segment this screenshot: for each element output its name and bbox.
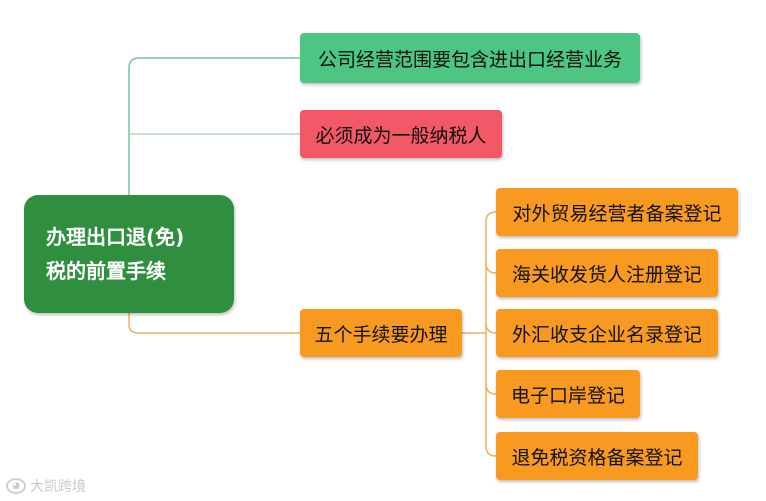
connector-root-to-procedures <box>128 313 300 334</box>
connector-root-to-scope <box>128 57 300 195</box>
branch-general-taxpayer[interactable]: 必须成为一般纳税人 <box>300 110 502 158</box>
branch-five-procedures-label: 五个手续要办理 <box>314 323 448 346</box>
branch-five-procedures[interactable]: 五个手续要办理 <box>300 309 462 357</box>
watermark: ◕ 大凯跨境 <box>6 476 86 496</box>
procedure-forex-registration[interactable]: 外汇收支企业名录登记 <box>496 309 718 357</box>
procedure-foreign-trade-registration[interactable]: 对外贸易经营者备案登记 <box>496 188 738 236</box>
logo-icon: ◕ <box>6 478 26 494</box>
branch-business-scope[interactable]: 公司经营范围要包含进出口经营业务 <box>300 33 640 83</box>
root-title-line2: 税的前置手续 <box>46 259 166 283</box>
connector-procedures-vertical <box>485 211 497 457</box>
procedure-label: 外汇收支企业名录登记 <box>511 323 702 346</box>
procedure-e-port-registration[interactable]: 电子口岸登记 <box>496 370 640 418</box>
root-node[interactable]: 办理出口退(免) 税的前置手续 <box>24 195 234 313</box>
connector-leaf-4 <box>485 383 497 395</box>
watermark-text: 大凯跨境 <box>30 479 86 495</box>
procedure-tax-refund-qualification[interactable]: 退免税资格备案登记 <box>496 432 698 480</box>
connector-leaf-2 <box>485 262 497 274</box>
connector-leaf-3 <box>485 322 497 334</box>
procedure-label: 电子口岸登记 <box>510 384 625 407</box>
branch-general-taxpayer-label: 必须成为一般纳税人 <box>315 124 487 147</box>
branch-business-scope-label: 公司经营范围要包含进出口经营业务 <box>317 48 622 71</box>
root-title-line1: 办理出口退(免) <box>46 225 185 249</box>
procedure-customs-registration[interactable]: 海关收发货人注册登记 <box>496 249 718 297</box>
procedure-label: 退免税资格备案登记 <box>511 446 683 469</box>
procedure-label: 海关收发货人注册登记 <box>511 263 702 286</box>
procedure-label: 对外贸易经营者备案登记 <box>512 202 722 225</box>
